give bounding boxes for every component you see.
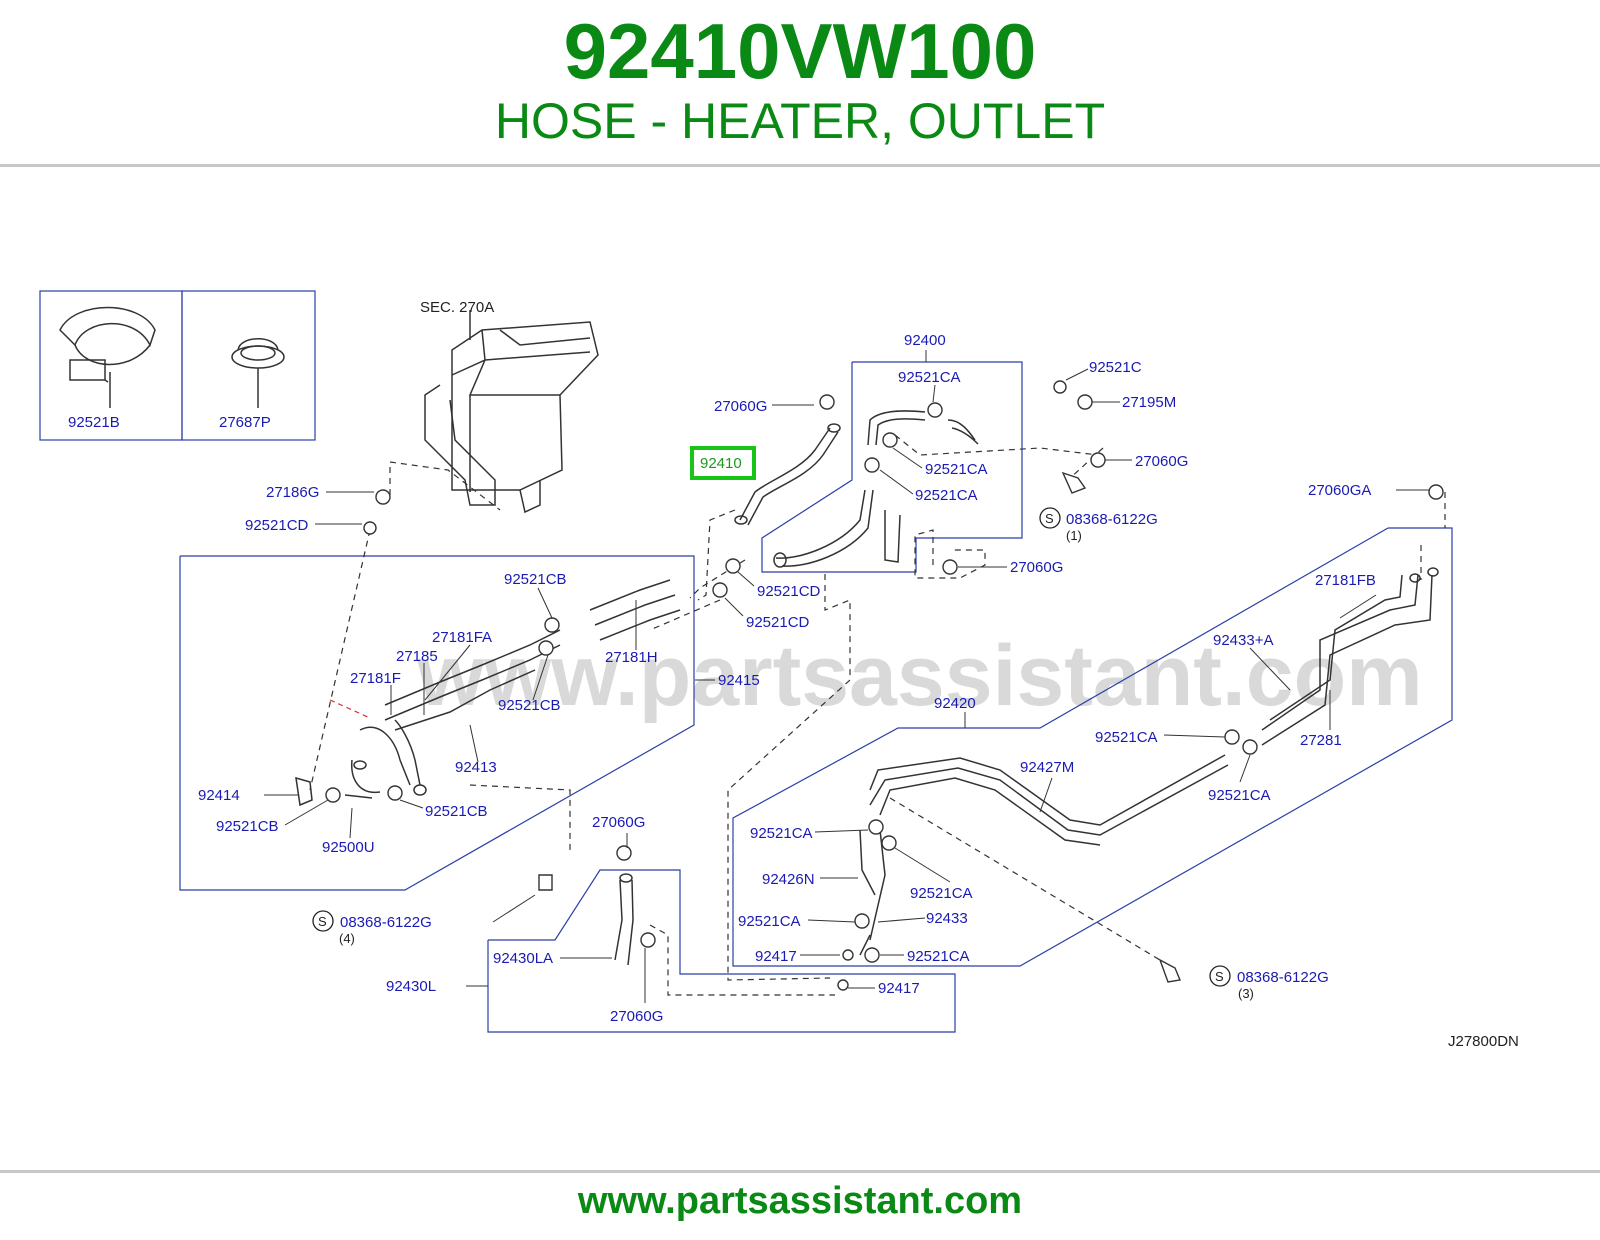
inset-part-label[interactable]: 92521B bbox=[68, 414, 120, 431]
callout-label[interactable]: 92433+A bbox=[1213, 632, 1273, 649]
drawing-code: J27800DN bbox=[1448, 1033, 1519, 1050]
callout-label[interactable]: 92521CB bbox=[498, 697, 561, 714]
screw-symbol: S bbox=[318, 914, 327, 929]
callout-label[interactable]: 27195M bbox=[1122, 394, 1176, 411]
callout-label[interactable]: 92521CA bbox=[1208, 787, 1271, 804]
hose-92410 bbox=[734, 423, 841, 526]
callout-label[interactable]: 27185 bbox=[396, 648, 438, 665]
inset-box bbox=[39, 290, 316, 441]
callout-label[interactable]: 27181FA bbox=[432, 629, 492, 646]
screw-symbol: S bbox=[1215, 969, 1224, 984]
callout-label[interactable]: 92521CB bbox=[504, 571, 567, 588]
quantity-note: (3) bbox=[1238, 986, 1254, 1001]
red-routing-line bbox=[329, 699, 371, 719]
callout-label[interactable]: 92420 bbox=[934, 695, 976, 712]
page-header: 92410VW100 HOSE - HEATER, OUTLET bbox=[0, 0, 1600, 170]
grommet-illustration bbox=[231, 338, 285, 408]
callout-label[interactable]: 92521CD bbox=[245, 517, 309, 534]
callout-label[interactable]: 92433 bbox=[926, 910, 968, 927]
callout-label[interactable]: 92430L bbox=[386, 978, 436, 995]
quantity-note: (4) bbox=[339, 931, 355, 946]
callout-label[interactable]: 92426N bbox=[762, 871, 815, 888]
bolt-icons bbox=[538, 471, 1181, 983]
callout-label[interactable]: 92430LA bbox=[493, 950, 553, 967]
callout-label[interactable]: 27060GA bbox=[1308, 482, 1371, 499]
clamp-icons bbox=[325, 380, 1444, 991]
clip-illustration bbox=[59, 306, 156, 408]
highlight-box bbox=[690, 446, 756, 480]
hose-92400 bbox=[773, 410, 979, 568]
callout-label[interactable]: 92521CB bbox=[425, 803, 488, 820]
callout-label[interactable]: 27281 bbox=[1300, 732, 1342, 749]
callout-label[interactable]: 92521CD bbox=[746, 614, 810, 631]
routing-lines bbox=[309, 434, 1446, 996]
callout-label[interactable]: 92521CA bbox=[898, 369, 961, 386]
heater-unit-illustration bbox=[424, 310, 599, 514]
screw-symbol-icon bbox=[312, 910, 334, 932]
callout-label[interactable]: 27060G bbox=[1135, 453, 1188, 470]
quantity-note: (1) bbox=[1066, 528, 1082, 543]
screw-symbol-icon bbox=[1039, 507, 1061, 529]
assembly-outline bbox=[179, 361, 1453, 1033]
callout-label[interactable]: 92427M bbox=[1020, 759, 1074, 776]
pipe-92420 bbox=[859, 567, 1439, 956]
callout-label[interactable]: 92417 bbox=[755, 948, 797, 965]
pipe-92415 bbox=[295, 579, 681, 807]
callout-label[interactable]: 27060G bbox=[610, 1008, 663, 1025]
callout-label[interactable]: 92521CA bbox=[915, 487, 978, 504]
callout-label[interactable]: 92521CA bbox=[925, 461, 988, 478]
callout-labels: SEC. 270A 92521B 27687P 92410 27186G 925… bbox=[68, 299, 1519, 1050]
section-ref-label: SEC. 270A bbox=[420, 299, 494, 316]
callout-label[interactable]: 92400 bbox=[904, 332, 946, 349]
callout-label[interactable]: 92413 bbox=[455, 759, 497, 776]
callout-label[interactable]: 27181F bbox=[350, 670, 401, 687]
callout-label[interactable]: 27181FB bbox=[1315, 572, 1376, 589]
callout-label[interactable]: 92521CA bbox=[907, 948, 970, 965]
footer-url-link[interactable]: www.partsassistant.com bbox=[577, 1180, 1023, 1222]
callout-label[interactable]: 92521CA bbox=[738, 913, 801, 930]
callout-label[interactable]: 92521CA bbox=[910, 885, 973, 902]
callout-label[interactable]: 27060G bbox=[592, 814, 645, 831]
callout-label[interactable]: 92521CA bbox=[1095, 729, 1158, 746]
callout-label[interactable]: 27060G bbox=[714, 398, 767, 415]
callout-label[interactable]: 92521CA bbox=[750, 825, 813, 842]
callout-label[interactable]: 92521CB bbox=[216, 818, 279, 835]
inset-part-label[interactable]: 27687P bbox=[219, 414, 271, 431]
callout-label[interactable]: 08368-6122G bbox=[340, 914, 432, 931]
watermark: www.partsassistant.com bbox=[416, 628, 1422, 724]
callout-label[interactable]: 92521CD bbox=[757, 583, 821, 600]
callout-label[interactable]: 08368-6122G bbox=[1066, 511, 1158, 528]
footer-divider bbox=[0, 1170, 1600, 1173]
callout-label[interactable]: 92500U bbox=[322, 839, 375, 856]
screw-symbol: S bbox=[1045, 511, 1054, 526]
header-divider bbox=[0, 164, 1600, 167]
callout-label[interactable]: 92521C bbox=[1089, 359, 1142, 376]
callout-label[interactable]: 27181H bbox=[605, 649, 658, 666]
part-number-title: 92410VW100 bbox=[563, 7, 1037, 95]
highlighted-part-label[interactable]: 92410 bbox=[700, 455, 742, 472]
callout-label[interactable]: 27060G bbox=[1010, 559, 1063, 576]
screw-symbol-icon bbox=[1209, 965, 1231, 987]
callout-label[interactable]: 27186G bbox=[266, 484, 319, 501]
callout-label[interactable]: 92414 bbox=[198, 787, 240, 804]
callout-label[interactable]: 92415 bbox=[718, 672, 760, 689]
part-name-subtitle: HOSE - HEATER, OUTLET bbox=[494, 93, 1106, 149]
leader-lines bbox=[264, 350, 1430, 1003]
hose-92430L bbox=[614, 873, 634, 966]
callout-label[interactable]: 92417 bbox=[878, 980, 920, 997]
callout-label[interactable]: 08368-6122G bbox=[1237, 969, 1329, 986]
